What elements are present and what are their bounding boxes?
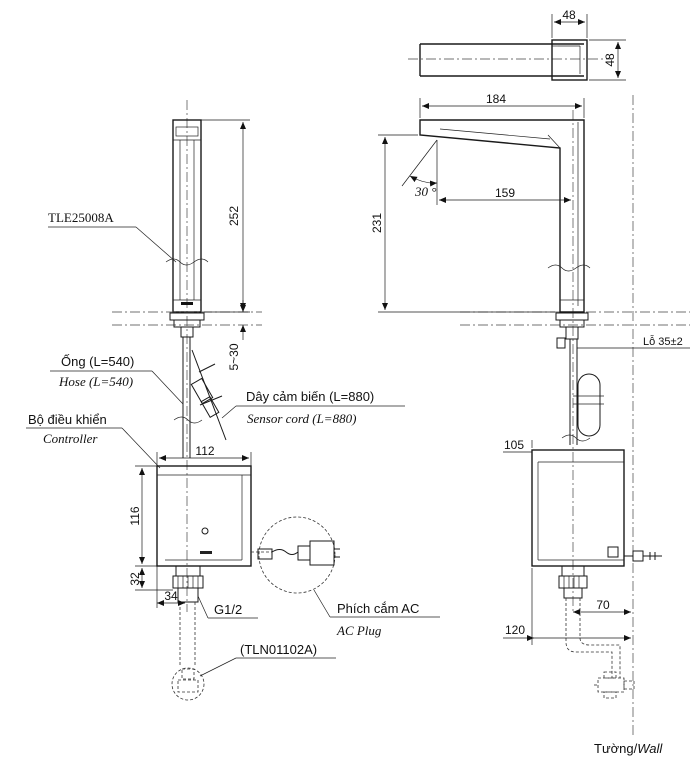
front-sensor-window xyxy=(175,126,199,137)
label-plug-vi: Phích cắm AC xyxy=(337,601,419,616)
front-sensor-connector xyxy=(190,349,227,441)
top-body xyxy=(551,39,588,81)
top-view: 48 48 xyxy=(408,8,626,81)
dim-wall-offset: 70 xyxy=(596,598,610,612)
dim-top-height: 48 xyxy=(603,53,617,67)
label-wall: Tường/Wall xyxy=(594,741,663,756)
label-sensor-en: Sensor cord (L=880) xyxy=(247,411,356,426)
label-hose-en: Hose (L=540) xyxy=(58,374,133,389)
label-wall-en: Wall xyxy=(637,741,663,756)
label-hole: Lỗ 35±2 xyxy=(643,335,683,348)
label-model: TLE25008A xyxy=(48,210,114,225)
dim-outlet-height: 32 xyxy=(128,572,142,586)
dim-side-controller-width: 105 xyxy=(504,438,524,452)
side-view: 184 231 159 30 ° Lỗ 35±2 105 70 120 Tườn… xyxy=(370,92,690,756)
label-plug-en: AC Plug xyxy=(336,623,382,638)
dim-deck-thickness: 5~30 xyxy=(227,343,241,370)
ac-plug-detail-circle xyxy=(258,516,336,594)
label-wall-vi: Tường/ xyxy=(594,741,638,756)
ac-plug-icon xyxy=(257,540,340,566)
label-hose-vi: Ống (L=540) xyxy=(61,354,134,369)
label-controller-en: Controller xyxy=(43,431,98,446)
dim-spout-inner: 159 xyxy=(495,186,515,200)
front-valve-circle xyxy=(171,667,205,701)
dim-front-height: 252 xyxy=(227,206,241,226)
side-spout xyxy=(419,119,585,313)
front-controller-box xyxy=(156,465,252,567)
dim-spout-reach: 184 xyxy=(486,92,506,106)
front-view: 252 5~30 112 116 32 34 TLE25008A Ống (L=… xyxy=(26,100,440,701)
label-valve: (TLN01102A) xyxy=(240,642,317,657)
side-valve xyxy=(597,677,625,693)
dim-top-width: 48 xyxy=(562,8,576,22)
dim-controller-height: 116 xyxy=(128,506,142,525)
dim-side-height: 231 xyxy=(370,213,384,233)
dim-front-controller-width: 112 xyxy=(195,444,214,458)
side-cable-loop xyxy=(577,373,601,437)
dim-wall-to-center: 120 xyxy=(505,623,525,637)
label-thread: G1/2 xyxy=(214,602,242,617)
dim-outlet-offset: 34 xyxy=(164,589,178,603)
dim-angle: 30 ° xyxy=(414,184,436,199)
label-controller-vi: Bộ điều khiển xyxy=(28,412,107,427)
side-controller-box xyxy=(531,449,625,567)
front-controller-led xyxy=(201,527,209,535)
label-sensor-vi: Dây cảm biến (L=880) xyxy=(246,389,374,404)
